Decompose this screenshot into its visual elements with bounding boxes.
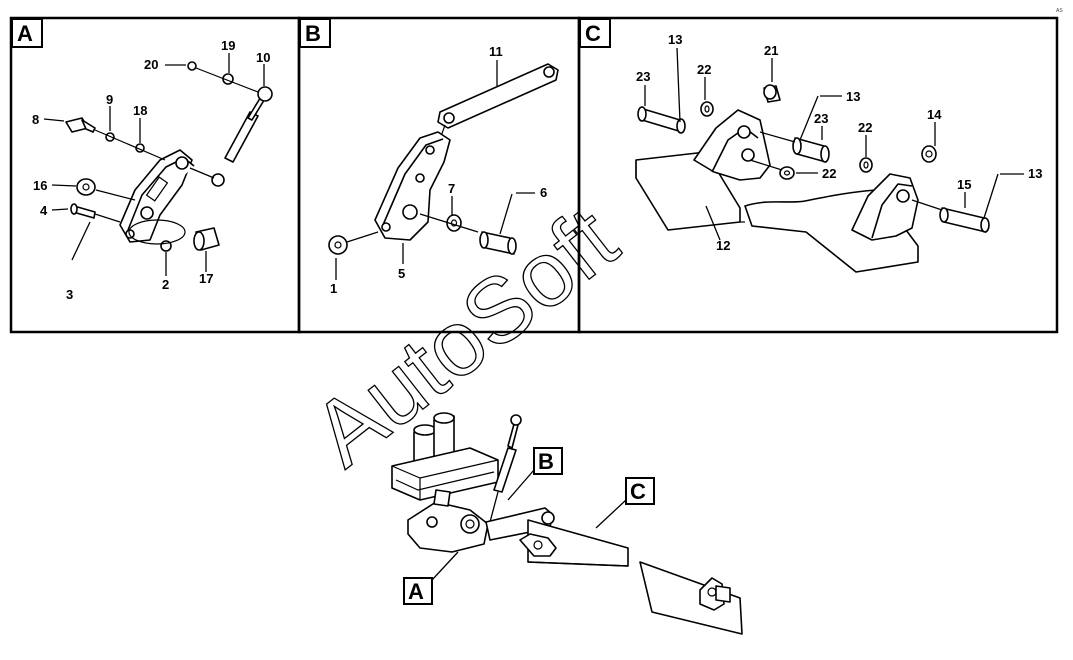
callout-21: 21	[764, 43, 778, 58]
panel-a-tag-box	[11, 18, 43, 48]
callout-23-left: 23	[636, 69, 650, 84]
callout-2: 2	[162, 277, 169, 292]
panel-b-label: B	[305, 21, 321, 46]
corner-mark: AS	[1056, 8, 1063, 14]
panel-c-frame	[577, 16, 1059, 334]
panel-a-parts	[65, 61, 273, 261]
callout-13-right: 13	[1028, 166, 1042, 181]
callout-13-mid: 13	[846, 89, 860, 104]
panel-c-label: C	[585, 21, 601, 46]
callout-3: 3	[66, 287, 73, 302]
overview-label-b: B	[538, 449, 554, 474]
callout-14: 14	[927, 107, 942, 122]
callout-8: 8	[32, 112, 39, 127]
callout-17: 17	[199, 271, 213, 286]
callout-5: 5	[398, 266, 405, 281]
callout-12: 12	[716, 238, 730, 253]
watermark-text: AutoSoft	[295, 188, 636, 486]
callout-22-plate: 22	[822, 166, 836, 181]
callout-9: 9	[106, 92, 113, 107]
callout-23-right: 23	[814, 111, 828, 126]
overview-label-a: A	[408, 579, 424, 604]
callout-11: 11	[489, 44, 503, 59]
callout-1: 1	[330, 281, 337, 296]
panel-b-parts	[328, 63, 559, 255]
callout-19: 19	[221, 38, 235, 53]
callout-16: 16	[33, 178, 47, 193]
callout-18: 18	[133, 103, 147, 118]
panel-a-leaders	[43, 53, 265, 276]
callout-4: 4	[40, 203, 48, 218]
callout-15: 15	[957, 177, 971, 192]
panel-b-leaders	[335, 60, 535, 280]
callout-13-top: 13	[668, 32, 682, 47]
callout-22-right: 22	[858, 120, 872, 135]
callout-6: 6	[540, 185, 547, 200]
panel-a-label: A	[17, 21, 33, 46]
panel-c-parts	[635, 47, 999, 273]
callout-10: 10	[256, 50, 270, 65]
panel-c-tag-box	[579, 18, 611, 48]
panel-c-leaders	[644, 58, 1024, 208]
panel-b-tag-box	[299, 18, 331, 48]
overview-label-c: C	[630, 479, 646, 504]
callout-7: 7	[448, 181, 455, 196]
callout-20: 20	[144, 57, 158, 72]
callout-22-top: 22	[697, 62, 711, 77]
panel-b-callouts: 11 7 6 1 5	[330, 44, 547, 296]
overview-assembly: B C A	[391, 412, 743, 635]
panel-a-callouts: 20 19 10 8 9 18 16 4 3 2 17	[32, 38, 270, 302]
panel-c-callouts: 13 22 21 23 13 23 22 14 22 15 13 12	[636, 32, 1042, 253]
